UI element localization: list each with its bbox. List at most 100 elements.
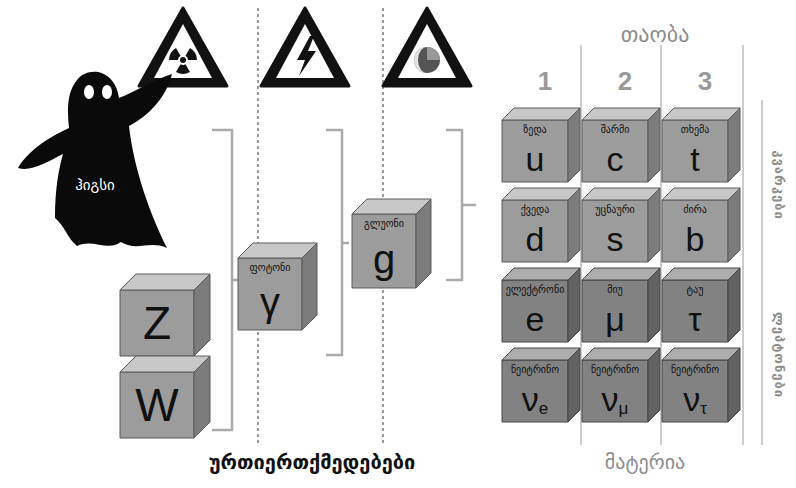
cube-top bbox=[582, 268, 660, 280]
cube-front bbox=[582, 360, 648, 422]
dashed-divider bbox=[257, 8, 259, 445]
heading-label: მატერია bbox=[605, 450, 685, 474]
cube-side bbox=[728, 108, 740, 182]
particle-symbol: ν bbox=[522, 382, 539, 416]
charge-disc bbox=[414, 47, 440, 73]
cube-side bbox=[568, 108, 580, 182]
particle-cube: ელექტრონიe bbox=[502, 280, 568, 342]
warning-triangle-inner bbox=[276, 24, 334, 78]
particle-name: ელექტრონი bbox=[506, 284, 565, 296]
cube-front bbox=[502, 120, 568, 182]
cube-front bbox=[582, 200, 648, 262]
ghost-outline bbox=[15, 68, 175, 253]
cube-side bbox=[568, 348, 580, 422]
cube-side bbox=[728, 348, 740, 422]
cube-top bbox=[582, 348, 660, 360]
cube-front bbox=[502, 280, 568, 342]
symbol-group: b bbox=[686, 216, 705, 262]
particle-cube: ნეიტრინოντ bbox=[662, 360, 728, 422]
cube-top bbox=[662, 188, 740, 200]
cube-front bbox=[120, 290, 194, 356]
charge-crescent bbox=[414, 47, 427, 73]
radiation-center bbox=[180, 57, 186, 63]
cube-top bbox=[502, 268, 580, 280]
side-label: კვარკები bbox=[771, 150, 787, 220]
particle-symbol: d bbox=[526, 222, 545, 256]
color-charge-sign bbox=[383, 8, 471, 86]
symbol-group: d bbox=[526, 216, 545, 262]
cube-top bbox=[582, 188, 660, 200]
particle-cube: Z bbox=[120, 290, 194, 356]
warning-triangle-inner bbox=[398, 24, 456, 78]
column-divider bbox=[742, 45, 744, 445]
cube-front bbox=[582, 280, 648, 342]
cube-top bbox=[662, 268, 740, 280]
radiation-blade bbox=[186, 48, 198, 60]
symbol-group: c bbox=[607, 136, 624, 182]
symbol-group: e bbox=[526, 296, 545, 342]
particle-name: ზედა bbox=[523, 124, 546, 136]
particle-name: ტაუ bbox=[687, 284, 704, 296]
symbol-group: t bbox=[690, 136, 699, 182]
symbol-group: τ bbox=[688, 296, 701, 342]
bracket bbox=[326, 130, 349, 355]
cube-front bbox=[662, 360, 728, 422]
symbol-subscript: μ bbox=[619, 400, 629, 417]
ghost-body bbox=[18, 72, 172, 248]
particle-symbol: t bbox=[690, 142, 699, 176]
cube-side bbox=[648, 108, 660, 182]
symbol-group: s bbox=[607, 216, 624, 262]
cube-front bbox=[120, 372, 194, 438]
symbol-subscript: e bbox=[539, 400, 548, 417]
particle-cube: ტაუ τ bbox=[662, 280, 728, 342]
particle-cube: ფოტონიγ bbox=[238, 258, 302, 330]
brackets bbox=[212, 130, 476, 430]
cube-front bbox=[582, 120, 648, 182]
cube-top bbox=[502, 188, 580, 200]
particle-symbol: Z bbox=[143, 300, 171, 346]
symbol-group: μ bbox=[605, 296, 625, 342]
particle-symbol: γ bbox=[260, 282, 280, 322]
particle-symbol: ν bbox=[683, 382, 700, 416]
particle-symbol: u bbox=[526, 142, 545, 176]
warning-triangle bbox=[261, 8, 349, 86]
particle-name: ძირა bbox=[683, 204, 706, 216]
cube-top bbox=[662, 348, 740, 360]
cube-top bbox=[662, 108, 740, 120]
particle-cube: ქვედა d bbox=[502, 200, 568, 262]
cube-front bbox=[352, 214, 416, 288]
particle-symbol: g bbox=[373, 239, 395, 279]
symbol-group: γ bbox=[260, 274, 280, 330]
particle-name: შარმი bbox=[601, 124, 630, 136]
cube-side bbox=[728, 188, 740, 262]
cube-side bbox=[302, 243, 317, 330]
ghost-eye bbox=[84, 85, 94, 99]
cube-front bbox=[502, 360, 568, 422]
particle-name: თხემა bbox=[681, 124, 710, 136]
heading-label: 2 bbox=[618, 66, 632, 97]
lightning-sign bbox=[261, 8, 349, 86]
bracket bbox=[446, 130, 476, 280]
particle-name: ნეიტრინო bbox=[591, 364, 639, 376]
radiation-blade bbox=[176, 64, 190, 74]
particle-name: გლუონი bbox=[364, 218, 404, 230]
lightning-bolt bbox=[297, 36, 316, 76]
particle-name: ქვედა bbox=[521, 204, 550, 216]
cube-side bbox=[728, 268, 740, 342]
cube-faces bbox=[662, 108, 741, 183]
cube-side bbox=[648, 348, 660, 422]
symbol-group: W bbox=[135, 372, 178, 438]
heading-label: თაობა bbox=[621, 22, 690, 48]
warning-triangle-inner bbox=[154, 24, 212, 78]
higgs-ghost: ჰიგსი bbox=[15, 68, 175, 253]
particle-name: მიუ bbox=[607, 284, 623, 296]
particle-symbol: τ bbox=[688, 302, 701, 336]
heading-label: 3 bbox=[698, 66, 712, 97]
particle-symbol: c bbox=[607, 142, 624, 176]
particle-cube: ნეიტრინოνμ bbox=[582, 360, 648, 422]
divider-lines bbox=[258, 8, 762, 445]
cube-top bbox=[502, 348, 580, 360]
particle-cube: თხემა t bbox=[662, 120, 728, 182]
cube-side bbox=[648, 188, 660, 262]
